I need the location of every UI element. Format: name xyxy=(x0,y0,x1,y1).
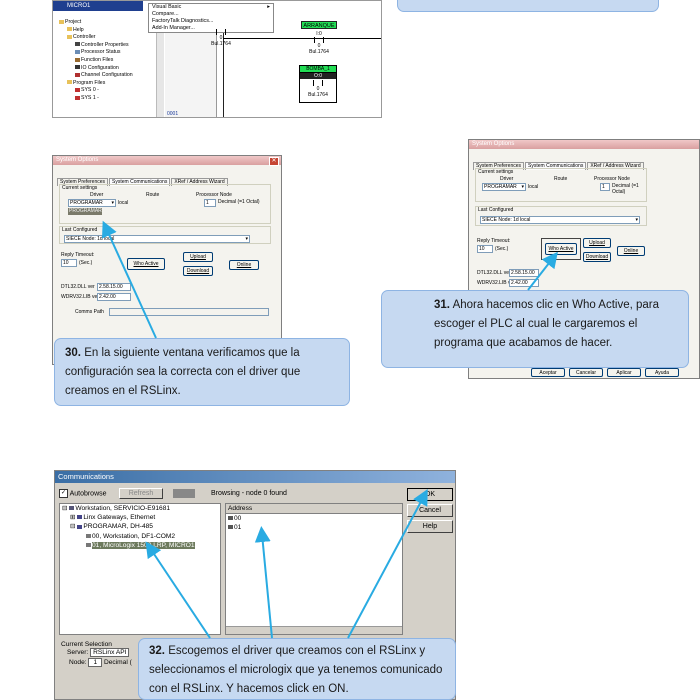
upload-button-r[interactable]: Upload xyxy=(583,238,611,248)
online-button[interactable]: Online xyxy=(229,260,259,270)
driver-select[interactable]: PROGRAMAR▾ xyxy=(68,199,116,207)
bomba-addr: O:0 xyxy=(300,73,336,79)
last-configured-group: Last Configured SIECE Node: 1d local▾ xyxy=(59,226,271,244)
menu-item-compare[interactable]: Compare... xyxy=(152,11,179,17)
arranque-label: ARRANQUE xyxy=(301,21,337,29)
autobrowse-checkbox[interactable]: ✓ Autobrowse xyxy=(59,489,107,498)
communications-titlebar: Communications xyxy=(55,471,455,483)
tree-item-processor-status[interactable]: Processor Status xyxy=(55,49,149,57)
tools-menu: Visual Basic▸ Compare... FactoryTalk Dia… xyxy=(148,3,274,33)
top-window-titlebar: MICRO1 xyxy=(53,1,143,11)
who-active-highlight xyxy=(541,238,581,260)
bomba-output-box[interactable]: BOMBA_1 O:0 0 Bul.1764 xyxy=(299,65,337,103)
route-value: local xyxy=(118,200,129,206)
dialog-left-titlebar: System Options xyxy=(53,156,281,165)
tree-item-function-files[interactable]: Function Files xyxy=(55,57,149,65)
arrow-31 xyxy=(527,251,558,291)
node-field[interactable]: 1 xyxy=(204,199,216,207)
tab-xref-address[interactable]: XRef / Address Wizard xyxy=(171,178,228,186)
contact-left[interactable]: 0 Bul.1764 xyxy=(201,29,241,47)
dtl-version: 2.58.15.00 xyxy=(97,283,131,291)
aceptar-button[interactable]: Aceptar xyxy=(531,368,565,377)
address-row-01[interactable]: 01 xyxy=(226,523,402,532)
tree-node-01-micrologix[interactable]: 01, MicroLogix 1500 LRP, MICRO1 xyxy=(60,541,220,550)
ladder-rung-number: 0001 xyxy=(167,111,179,117)
tree-linx-gateways[interactable]: ⊞ Linx Gateways, Ethernet xyxy=(70,514,156,522)
tree-item-project[interactable]: Project xyxy=(55,19,149,27)
last-configured-select[interactable]: SIECE Node: 1d local▾ xyxy=(64,235,250,243)
ladder-vertical-rail xyxy=(223,11,224,117)
node-field-r[interactable]: 1 xyxy=(600,183,610,191)
tree-scrollbar[interactable] xyxy=(156,11,164,117)
driver-select-r[interactable]: PROGRAMAR▾ xyxy=(482,183,526,191)
callout-step-30: 30. En la siguiente ventana verificamos … xyxy=(54,338,350,406)
tab-system-preferences[interactable]: System Preferences xyxy=(57,178,109,186)
tab-system-communications-r[interactable]: System Communications xyxy=(525,162,587,170)
upload-button[interactable]: Upload xyxy=(183,252,213,262)
cancelar-button[interactable]: Cancelar xyxy=(569,368,603,377)
callout-top-remnant xyxy=(397,0,659,12)
tree-node-00[interactable]: 00, Workstation, DF1-COM2 xyxy=(60,532,220,541)
tree-item-program-files[interactable]: Program Files xyxy=(55,80,149,88)
current-selection-label: Current Selection xyxy=(61,641,112,648)
current-settings-group: Current settings Driver Route Processor … xyxy=(59,184,271,224)
address-pane: Address 00 01 xyxy=(225,503,403,635)
arrow-30 xyxy=(102,220,157,339)
wdrv-version-r: 2.42.00 xyxy=(509,279,539,287)
bomba-label: BOMBA_1 xyxy=(300,66,336,73)
dtl-version-r: 2.58.15.00 xyxy=(509,269,539,277)
tree-item-help[interactable]: Help xyxy=(55,27,149,35)
callout-step-31: 31. Ahora hacemos clic en Who Active, pa… xyxy=(381,290,689,368)
last-configured-select-r[interactable]: SIECE Node: 1d local▾ xyxy=(480,216,640,224)
tree-workstation[interactable]: ⊟ Workstation, SERVICIO-E91681 xyxy=(62,505,171,512)
current-settings-group-r: Current settings Driver Route Processor … xyxy=(475,168,647,202)
tree-item-sys1[interactable]: SYS 1 - xyxy=(55,95,149,103)
driver-dropdown-item[interactable]: PROGRAMAR xyxy=(68,208,102,215)
online-button-r[interactable]: Online xyxy=(617,246,645,256)
node-row: Node: 1 Decimal ( xyxy=(69,658,132,667)
project-tree: Project Help Controller Controller Prope… xyxy=(55,19,149,117)
tree-programar-driver[interactable]: ⊟ PROGRAMAR, DH-485 xyxy=(70,523,153,531)
last-configured-group-r: Last Configured SIECE Node: 1d local▾ xyxy=(475,206,647,226)
tree-item-channel-configuration[interactable]: Channel Configuration xyxy=(55,72,149,80)
comms-path-field[interactable] xyxy=(109,308,269,316)
download-button[interactable]: Download xyxy=(183,266,213,276)
arrow-32-left xyxy=(145,541,211,639)
ayuda-button[interactable]: Ayuda xyxy=(645,368,679,377)
aplicar-button[interactable]: Aplicar xyxy=(607,368,641,377)
tree-item-sys0[interactable]: SYS 0 - xyxy=(55,87,149,95)
address-hscroll[interactable] xyxy=(226,626,402,634)
reply-timeout-field-r[interactable]: 10 xyxy=(477,245,493,253)
address-header: Address xyxy=(226,504,402,514)
tree-item-controller[interactable]: Controller xyxy=(55,34,149,42)
wdrv-version: 2.42.00 xyxy=(97,293,131,301)
view-icons[interactable] xyxy=(173,489,195,498)
menu-item-visual-basic[interactable]: Visual Basic▸ xyxy=(152,4,270,10)
tree-item-controller-properties[interactable]: Controller Properties xyxy=(55,42,149,50)
who-active-button[interactable]: Who Active xyxy=(127,258,165,270)
tab-system-communications[interactable]: System Communications xyxy=(109,178,171,186)
top-screenshot: MICRO1 Project Help Controller Controlle… xyxy=(52,0,382,118)
browsing-status: Browsing - node 0 found xyxy=(211,490,287,497)
server-row: Server: RSLinx API xyxy=(67,648,130,657)
tab-xref-address-r[interactable]: XRef / Address Wizard xyxy=(587,162,644,170)
reply-timeout-field[interactable]: 10 xyxy=(61,259,77,267)
tree-item-io-configuration[interactable]: IO Configuration xyxy=(55,65,149,73)
menu-item-addin-manager[interactable]: Add-In Manager... xyxy=(152,25,195,31)
address-row-00[interactable]: 00 xyxy=(226,514,402,523)
dialog-left-close-button[interactable]: ✕ xyxy=(269,157,279,166)
dialog-right-titlebar: System Options xyxy=(469,140,699,149)
tab-system-preferences-r[interactable]: System Preferences xyxy=(473,162,525,170)
menu-item-factorytalk[interactable]: FactoryTalk Diagnostics... xyxy=(152,18,214,24)
download-button-r[interactable]: Download xyxy=(583,252,611,262)
arrow-32-right xyxy=(347,488,428,639)
refresh-button[interactable]: Refresh xyxy=(119,488,163,499)
arrow-32-mid xyxy=(254,526,273,639)
arranque-contact[interactable]: I:0 0 Bul.1764 xyxy=(309,31,329,55)
ladder-rung-line xyxy=(223,38,381,39)
